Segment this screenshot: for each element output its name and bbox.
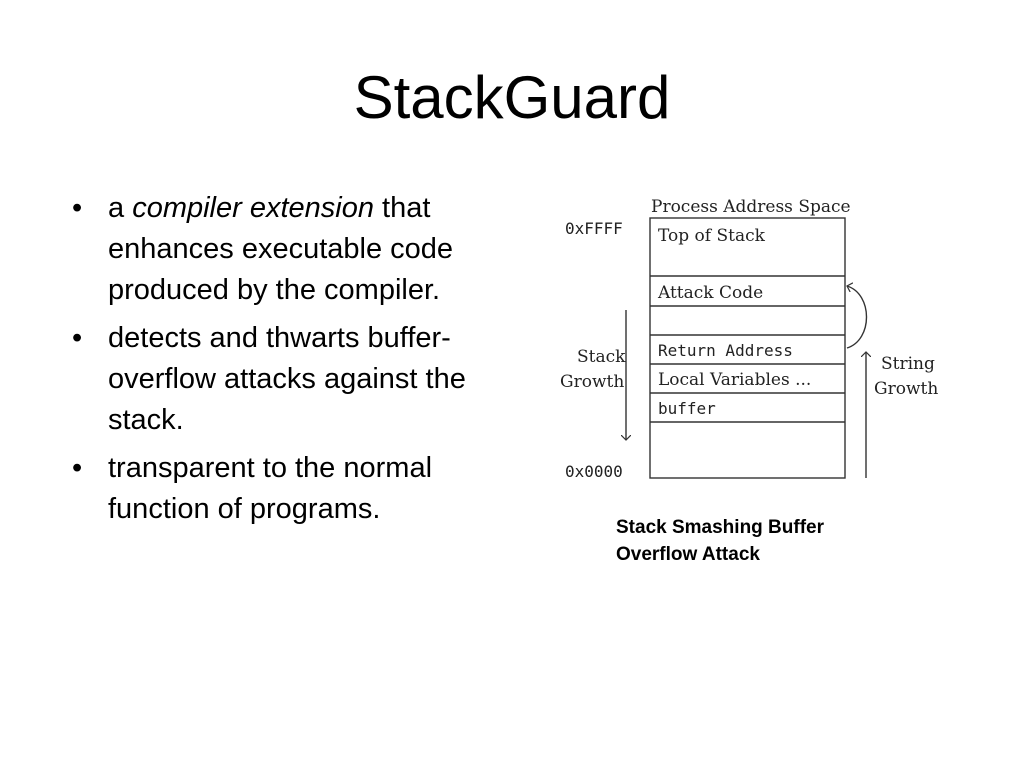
bullet-prefix: a: [108, 192, 133, 224]
bullet-marker: •: [72, 192, 83, 224]
slide-title: StackGuard: [353, 64, 671, 131]
stack-box: [649, 217, 846, 479]
stack-diagram: Process Address Space 0xFFFF 0x0000 Top …: [555, 190, 945, 490]
caption-line-2: Overflow Attack: [616, 544, 760, 565]
bullet-emphasis: compiler extension: [132, 192, 374, 224]
address-bottom-label: 0x0000: [565, 462, 623, 481]
stack-diagram-svg: Process Address Space 0xFFFF 0x0000 Top …: [560, 197, 938, 481]
bullet-suffix: that enhances executable code produced b…: [108, 192, 454, 306]
bullet-marker: •: [72, 452, 83, 484]
bullet-text: detects and thwarts buffer-overflow atta…: [108, 322, 466, 436]
stack-growth-label-line2: Growth: [560, 372, 624, 392]
return-jump-arrow: [847, 286, 868, 349]
cell-top-of-stack: Top of Stack: [658, 226, 766, 246]
diagram-caption: Stack Smashing Buffer Overflow Attack: [616, 514, 916, 568]
bullet-marker: •: [72, 322, 83, 354]
string-growth-label-line2: Growth: [874, 379, 938, 399]
bullet-item-detects: • detects and thwarts buffer-overflow at…: [72, 318, 502, 441]
string-growth-label-line1: String: [881, 354, 935, 374]
address-top-label: 0xFFFF: [565, 219, 623, 238]
caption-line-1: Stack Smashing Buffer: [616, 517, 824, 538]
bullet-item-compiler-extension: • a compiler extension that enhances exe…: [72, 188, 502, 311]
cell-buffer: buffer: [658, 399, 716, 418]
bullet-item-transparent: • transparent to the normal function of …: [72, 448, 502, 530]
cell-return-address: Return Address: [658, 341, 793, 360]
cell-local-variables: Local Variables ...: [658, 370, 811, 390]
stack-growth-label-line1: Stack: [577, 347, 626, 367]
bullet-text: transparent to the normal function of pr…: [108, 452, 433, 525]
process-address-space-label: Process Address Space: [651, 197, 851, 217]
cell-attack-code: Attack Code: [657, 283, 763, 303]
bullet-list: • a compiler extension that enhances exe…: [72, 188, 502, 537]
